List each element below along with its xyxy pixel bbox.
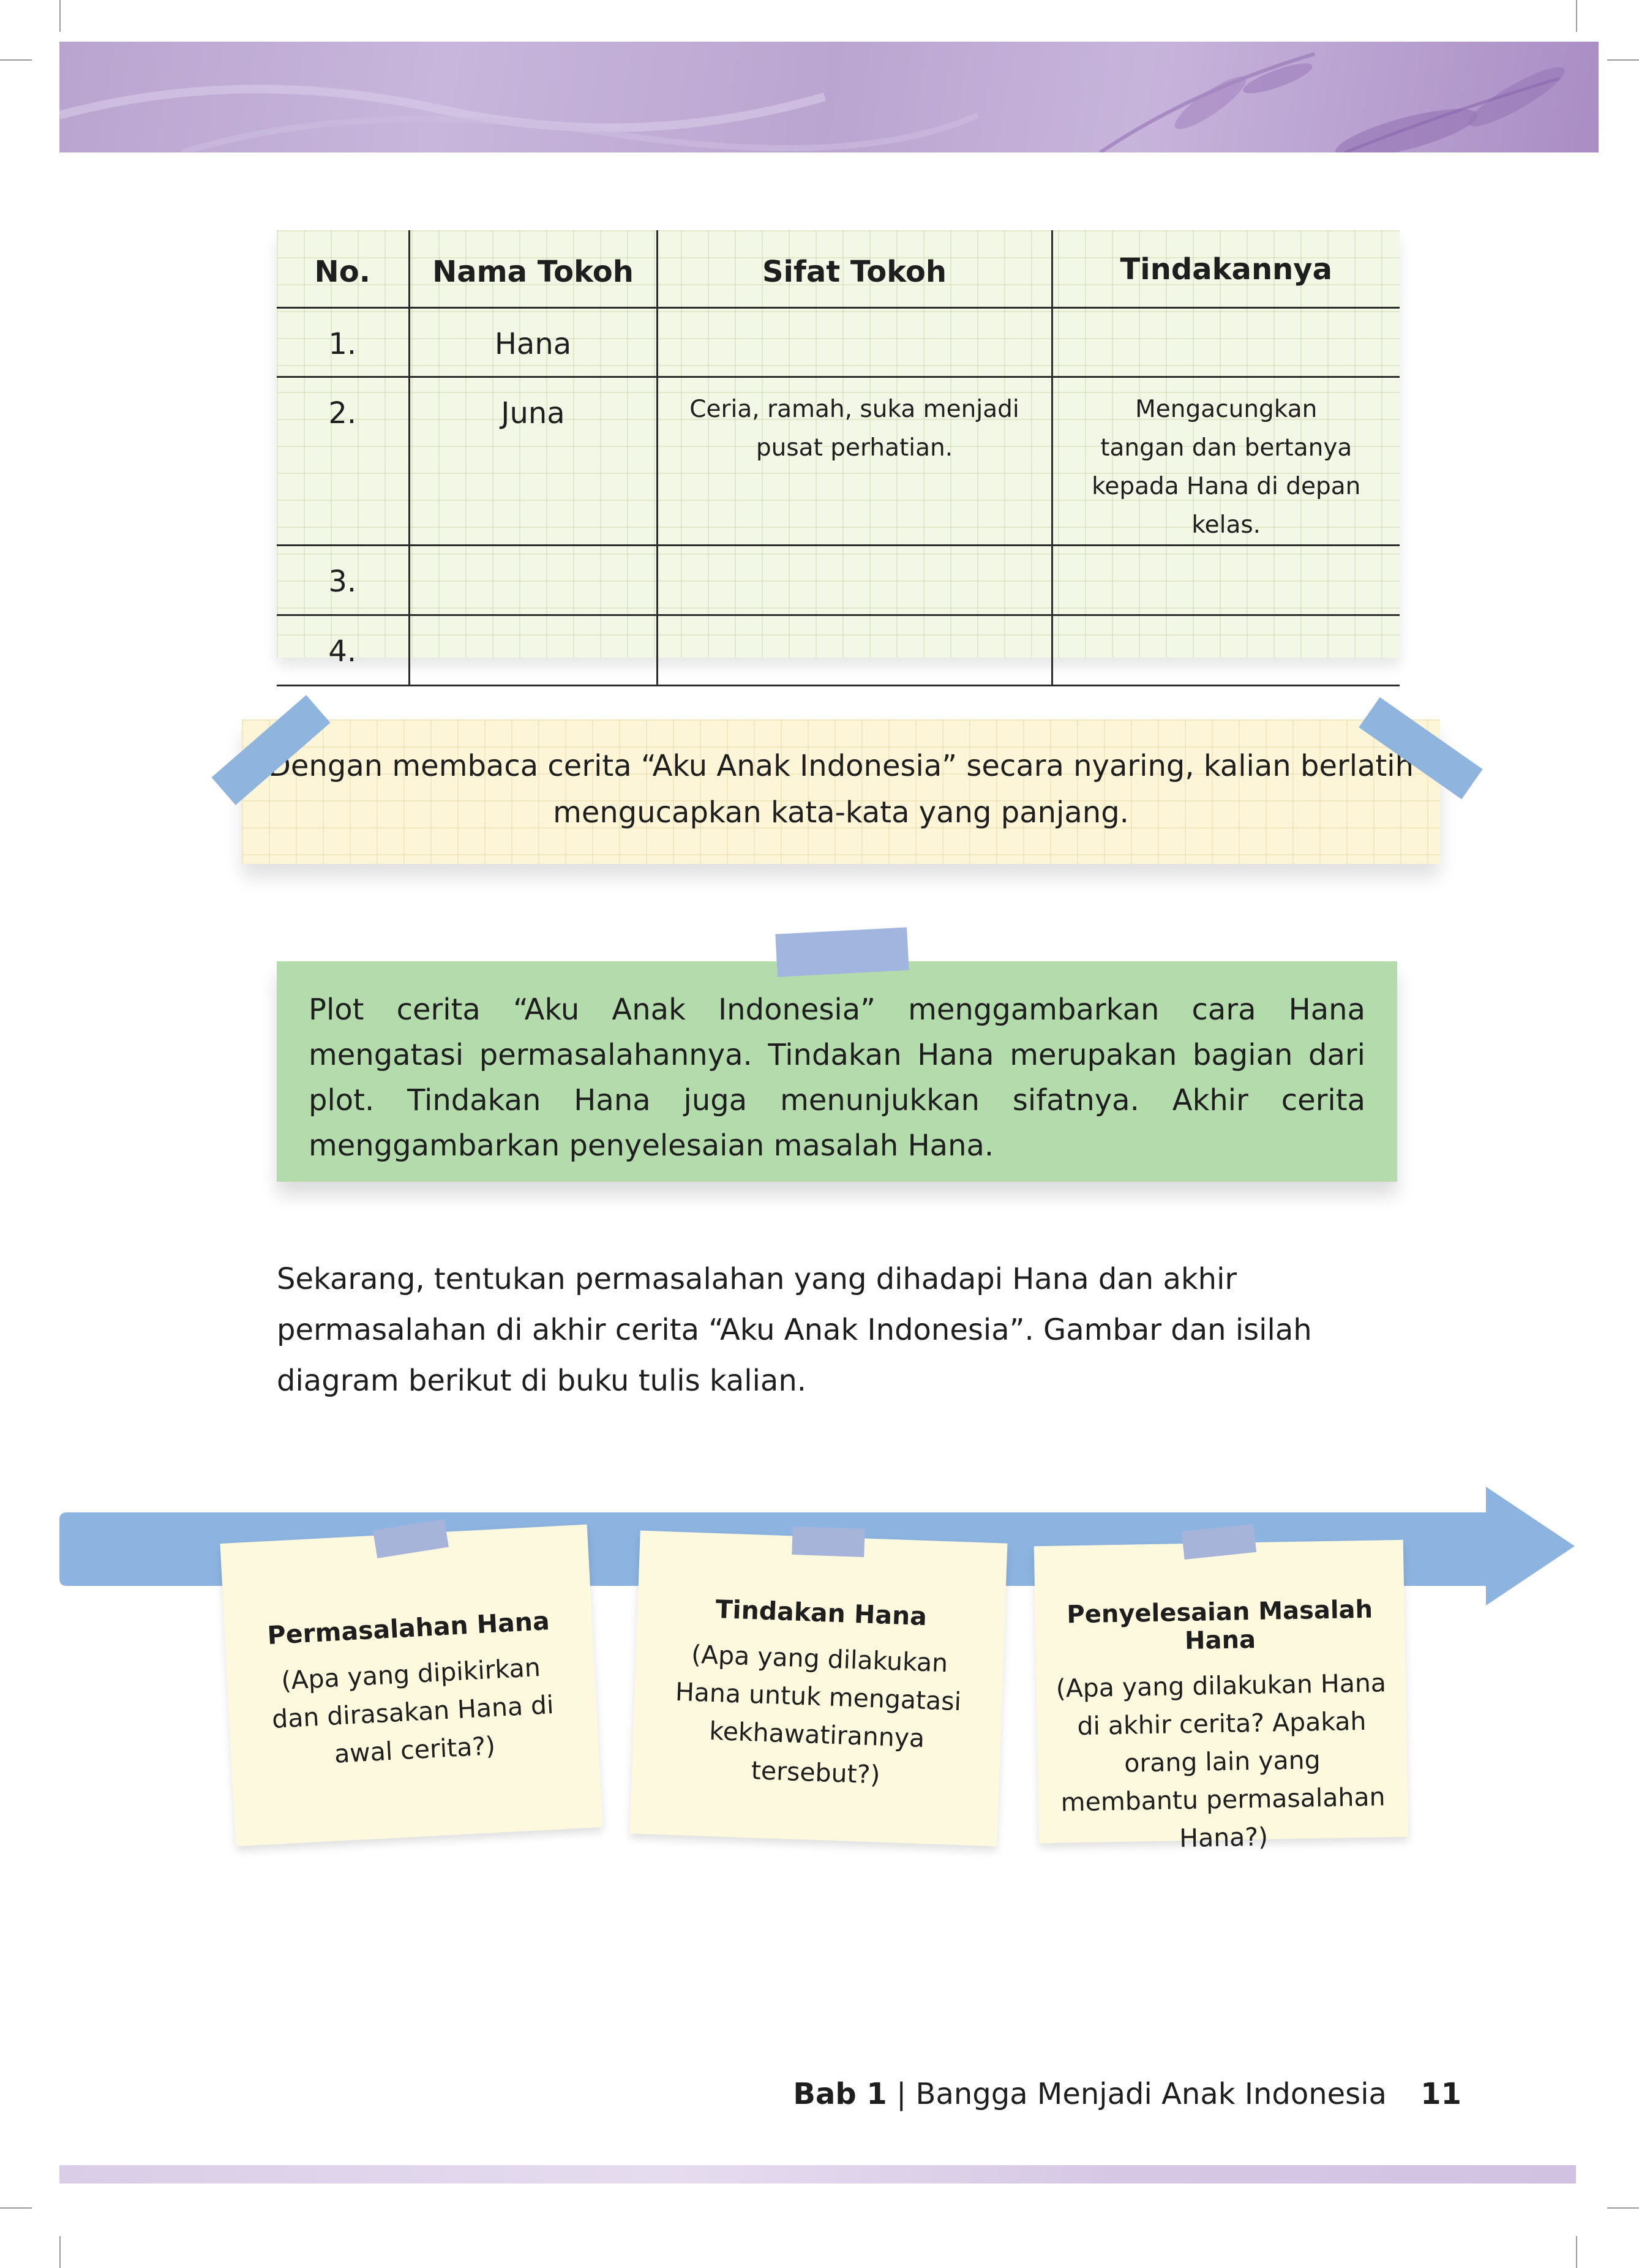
chapter-title: Bangga Menjadi Anak Indonesia [915, 2077, 1387, 2111]
reading-tip-note: Dengan membaca cerita “Aku Anak Indonesi… [242, 719, 1440, 864]
plot-explanation-note: Plot cerita “Aku Anak Indonesia” menggam… [277, 961, 1397, 1182]
resolution-card-body: (Apa yang dilakukan Hana di akhir cerita… [1056, 1668, 1387, 1853]
header-banner [59, 42, 1599, 152]
chapter-label: Bab 1 [793, 2077, 887, 2111]
character-name: Juna [408, 375, 658, 546]
character-name [408, 544, 658, 616]
crop-mark [0, 59, 32, 61]
problem-card: Permasalahan Hana (Apa yang dipikirkan d… [220, 1524, 603, 1847]
table-row: 1. Hana [277, 306, 1400, 378]
table-row: 3. [277, 544, 1400, 616]
table-row: 2. Juna Ceria, ramah, suka menjadi pusat… [277, 375, 1400, 546]
character-action: Mengacungkan tangan dan bertanya kepada … [1051, 375, 1400, 546]
problem-card-title: Permasalahan Hana [266, 1606, 550, 1651]
footer-separator: | [896, 2077, 907, 2111]
column-header-name: Nama Tokoh [408, 230, 658, 309]
character-trait [656, 306, 1053, 378]
crop-mark [1607, 59, 1639, 61]
footer-banner [59, 2165, 1576, 2184]
resolution-card-title: Penyelesaian Masalah Hana [1067, 1595, 1373, 1656]
column-header-action: Tindakannya [1051, 230, 1400, 309]
crop-mark [59, 2236, 61, 2268]
row-number: 3. [277, 544, 410, 616]
plot-explanation-text: Plot cerita “Aku Anak Indonesia” menggam… [309, 993, 1365, 1163]
instruction-text: Sekarang, tentukan permasalahan yang dih… [277, 1262, 1312, 1398]
table-header-row: No. Nama Tokoh Sifat Tokoh Tindakannya [277, 230, 1400, 309]
row-number: 1. [277, 306, 410, 378]
crop-mark [1607, 2207, 1639, 2209]
column-header-no: No. [277, 230, 410, 309]
character-trait: Ceria, ramah, suka menjadi pusat perhati… [656, 375, 1053, 546]
tape-icon [775, 927, 909, 977]
reading-tip-line-2: mengucapkan kata-kata yang panjang. [553, 795, 1129, 830]
leaf-decoration-icon [59, 52, 1565, 152]
row-number: 2. [277, 375, 410, 546]
column-header-trait: Sifat Tokoh [656, 230, 1053, 309]
character-table: No. Nama Tokoh Sifat Tokoh Tindakannya 1… [277, 230, 1400, 686]
page-footer: Bab 1 | Bangga Menjadi Anak Indonesia 11 [793, 2077, 1461, 2111]
resolution-card: Penyelesaian Masalah Hana (Apa yang dila… [1033, 1539, 1409, 1853]
character-trait [656, 614, 1053, 686]
crop-mark [1576, 0, 1577, 32]
crop-mark [59, 0, 61, 32]
character-name [408, 614, 658, 686]
table-row: 4. [277, 614, 1400, 686]
character-action [1051, 306, 1400, 378]
reading-tip-line-1: Dengan membaca cerita “Aku Anak Indonesi… [268, 749, 1414, 783]
crop-mark [1576, 2236, 1577, 2268]
problem-card-body: (Apa yang dipikirkan dan dirasakan Hana … [271, 1652, 555, 1769]
action-card: Tindakan Hana (Apa yang dilakukan Hana u… [629, 1530, 1008, 1847]
instruction-paragraph: Sekarang, tentukan permasalahan yang dih… [277, 1254, 1400, 1406]
action-card-title: Tindakan Hana [714, 1594, 928, 1632]
character-action [1051, 614, 1400, 686]
character-trait [656, 544, 1053, 616]
crop-mark [0, 2207, 32, 2209]
character-action [1051, 544, 1400, 616]
character-name: Hana [408, 306, 658, 378]
row-number: 4. [277, 614, 410, 686]
action-card-body: (Apa yang dilakukan Hana untuk mengatasi… [675, 1639, 962, 1790]
page-number: 11 [1420, 2077, 1461, 2111]
tape-icon [792, 1526, 865, 1558]
